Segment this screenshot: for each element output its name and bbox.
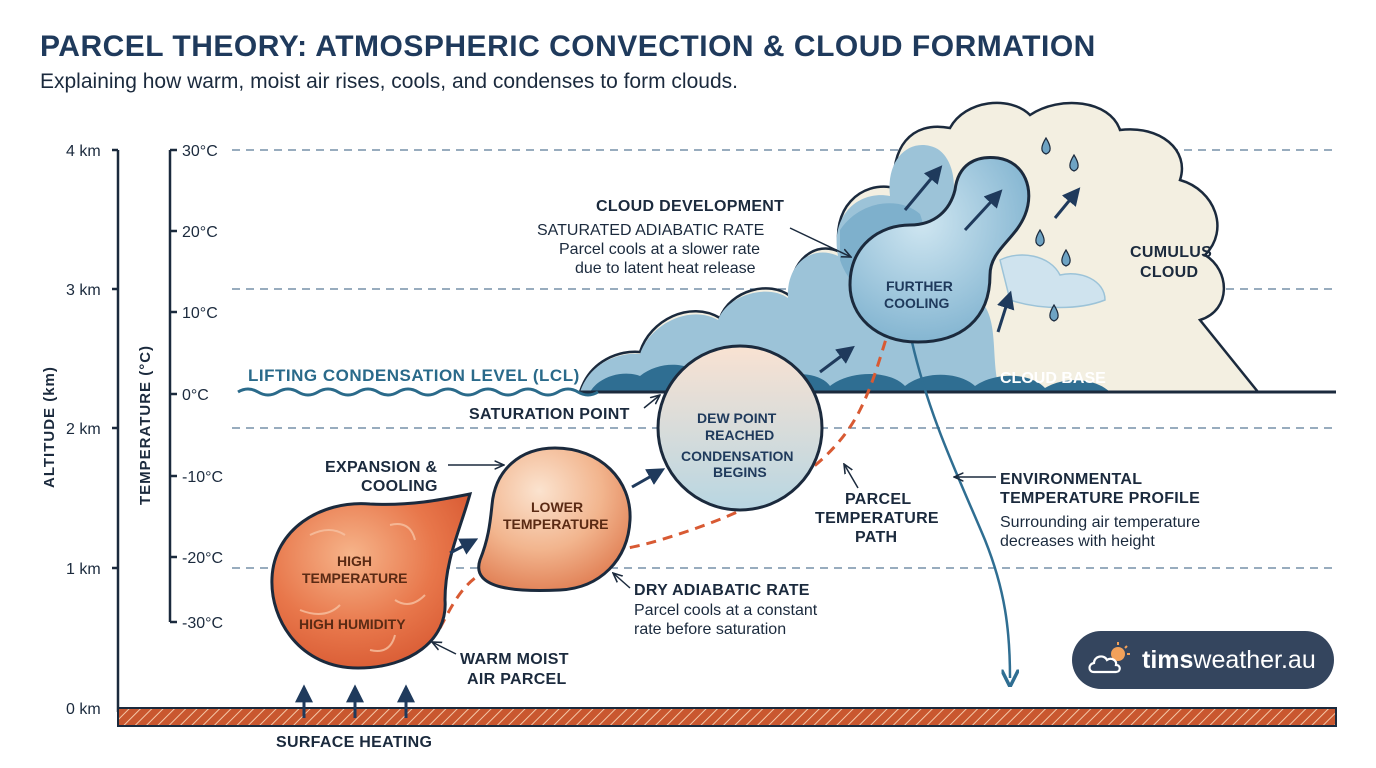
temp-tick-minus10: -10°C — [182, 469, 223, 486]
cloud-base-label: CLOUD BASE — [1000, 370, 1106, 387]
altitude-tick-0km: 0 km — [66, 701, 101, 718]
temp-tick-0: 0°C — [182, 387, 209, 404]
temperature-axis: 30°C 20°C 10°C 0°C -10°C -20°C -30°C TEM… — [137, 143, 223, 632]
parcel-path-label-2: TEMPERATURE — [815, 510, 939, 527]
lcl-label: LIFTING CONDENSATION LEVEL (LCL) — [248, 366, 580, 385]
raindrop-icons — [1035, 136, 1079, 322]
surface-heating-arrows — [295, 684, 415, 718]
cumulus-label-line1: CUMULUS — [1130, 244, 1212, 261]
flow-arrows — [449, 165, 1081, 555]
environmental-profile-curve — [910, 341, 1010, 678]
temp-tick-10: 10°C — [182, 305, 218, 322]
warm-moist-label-2: AIR PARCEL — [467, 671, 567, 688]
further-parcel-text-1: FURTHER — [886, 278, 953, 294]
temp-tick-20: 20°C — [182, 224, 218, 241]
env-profile-title-2: TEMPERATURE PROFILE — [1000, 490, 1200, 507]
annotation-arrows — [432, 227, 996, 655]
parcel-path-label-1: PARCEL — [845, 491, 911, 508]
expansion-label-1: EXPANSION & — [325, 459, 437, 476]
dry-rate-desc-1: Parcel cools at a constant — [634, 602, 818, 619]
lower-parcel-text-1: LOWER — [531, 499, 583, 515]
raindrop-icon — [1041, 136, 1051, 155]
dew-parcel-text-4: BEGINS — [713, 464, 767, 480]
cumulus-label-line2: CLOUD — [1140, 264, 1198, 281]
brand-wordmark: timsweather.au — [1142, 646, 1316, 675]
cloud-development-title: CLOUD DEVELOPMENT — [596, 198, 784, 215]
surface-heating-label: SURFACE HEATING — [276, 734, 432, 751]
warm-moist-parcel: HIGH TEMPERATURE HIGH HUMIDITY — [270, 492, 473, 670]
dry-rate-title: DRY ADIABATIC RATE — [634, 582, 810, 599]
altitude-tick-2km: 2 km — [66, 421, 101, 438]
altitude-tick-3km: 3 km — [66, 282, 101, 299]
temperature-axis-title: TEMPERATURE (°C) — [137, 345, 154, 505]
env-profile-title-1: ENVIRONMENTAL — [1000, 471, 1142, 488]
expansion-label-2: COOLING — [361, 478, 438, 495]
dew-parcel-text-3: CONDENSATION — [681, 448, 794, 464]
raindrop-icon — [1049, 303, 1059, 322]
altitude-axis: 4 km 3 km 2 km 1 km 0 km ALTITUDE (km) — [41, 143, 120, 718]
altitude-tick-4km: 4 km — [66, 143, 101, 160]
temp-tick-minus20: -20°C — [182, 550, 223, 567]
env-profile-desc-1: Surrounding air temperature — [1000, 514, 1200, 531]
dew-point-parcel: DEW POINT REACHED CONDENSATION BEGINS — [656, 344, 824, 512]
page-title: PARCEL THEORY: ATMOSPHERIC CONVECTION & … — [40, 30, 1096, 63]
dry-rate-desc-2: rate before saturation — [634, 621, 786, 638]
cloud-sun-icon — [1088, 642, 1130, 674]
raindrop-icon — [1035, 228, 1045, 247]
altitude-axis-title: ALTITUDE (km) — [41, 366, 58, 488]
saturated-rate-desc-2: due to latent heat release — [575, 260, 756, 277]
ground-surface — [117, 707, 1337, 727]
dew-parcel-text-2: REACHED — [705, 427, 774, 443]
raindrop-icon — [1069, 153, 1079, 172]
saturation-point-label: SATURATION POINT — [469, 406, 630, 423]
page-subtitle: Explaining how warm, moist air rises, co… — [40, 70, 738, 93]
parcel-path-label-3: PATH — [855, 529, 897, 546]
temp-tick-30: 30°C — [182, 143, 218, 160]
warm-parcel-text-1: HIGH — [337, 553, 372, 569]
brand-strong: tims — [1142, 646, 1194, 674]
lower-temperature-parcel: LOWER TEMPERATURE — [477, 446, 632, 593]
env-profile-desc-2: decreases with height — [1000, 533, 1155, 550]
dew-parcel-text-1: DEW POINT — [697, 410, 777, 426]
raindrop-icon — [1061, 248, 1071, 267]
further-parcel-text-2: COOLING — [884, 295, 949, 311]
brand-rest: weather.au — [1193, 646, 1316, 674]
lcl-line: LIFTING CONDENSATION LEVEL (LCL) — [237, 366, 599, 397]
warm-moist-label-1: WARM MOIST — [460, 651, 569, 668]
warm-parcel-text-3: HIGH HUMIDITY — [299, 616, 406, 632]
warm-parcel-text-2: TEMPERATURE — [302, 570, 408, 586]
saturated-rate-title: SATURATED ADIABATIC RATE — [537, 222, 764, 239]
parcel-temperature-path — [438, 319, 894, 629]
lower-parcel-text-2: TEMPERATURE — [503, 516, 609, 532]
saturated-rate-desc-1: Parcel cools at a slower rate — [559, 241, 760, 258]
altitude-tick-1km: 1 km — [66, 561, 101, 578]
temp-tick-minus30: -30°C — [182, 615, 223, 632]
